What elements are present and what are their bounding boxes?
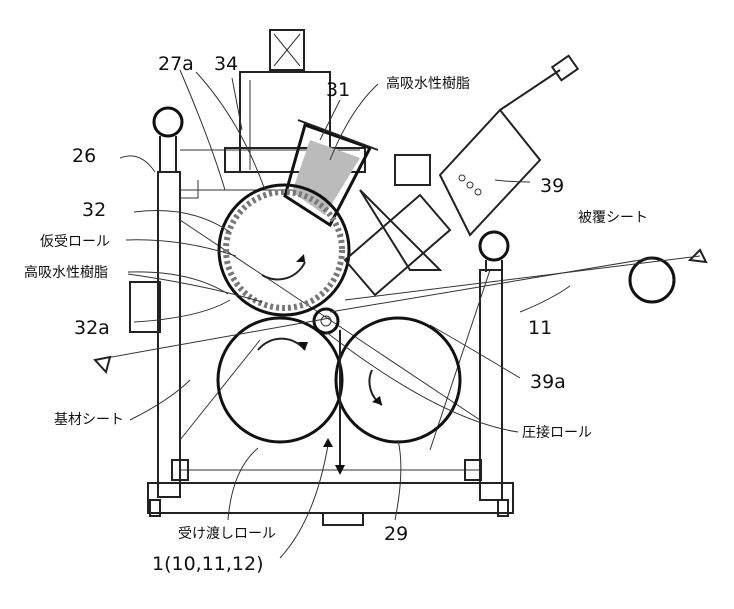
small-roll [312, 307, 340, 335]
top-motor [224, 29, 366, 173]
sheet-paths [93, 255, 701, 475]
label-39a: 39a [530, 371, 566, 393]
label-32a: 32a [74, 317, 110, 339]
label-press-roll: 圧接ロール [522, 424, 592, 441]
transfer-roll [216, 316, 344, 444]
label-powder-top: 高吸水性樹脂 [386, 75, 470, 92]
label-powder-left: 高吸水性樹脂 [24, 264, 108, 281]
label-34: 34 [214, 53, 238, 75]
leader-lines [119, 69, 571, 559]
label-11: 11 [528, 317, 552, 339]
label-base-sheet: 基材シート [54, 411, 124, 428]
resin-hopper [283, 119, 379, 228]
label-29: 29 [384, 523, 408, 545]
pneumatic-cylinder [343, 54, 580, 297]
press-roll [334, 316, 462, 444]
label-26: 26 [72, 145, 96, 167]
label-1: 1(10,11,12) [152, 553, 264, 575]
label-temp-roll: 仮受ロール [40, 234, 110, 250]
label-transfer-roll: 受け渡しロール [178, 526, 276, 542]
temporary-receiving-roll [217, 183, 351, 317]
lifting-eye-right [478, 230, 510, 272]
label-27a: 27a [158, 53, 194, 75]
lifting-eye-left [152, 106, 184, 172]
label-31: 31 [326, 79, 350, 101]
label-39: 39 [540, 175, 564, 197]
label-32: 32 [82, 199, 106, 221]
cover-sheet-roll [628, 248, 708, 304]
label-cover-sheet: 被覆シート [578, 210, 648, 226]
